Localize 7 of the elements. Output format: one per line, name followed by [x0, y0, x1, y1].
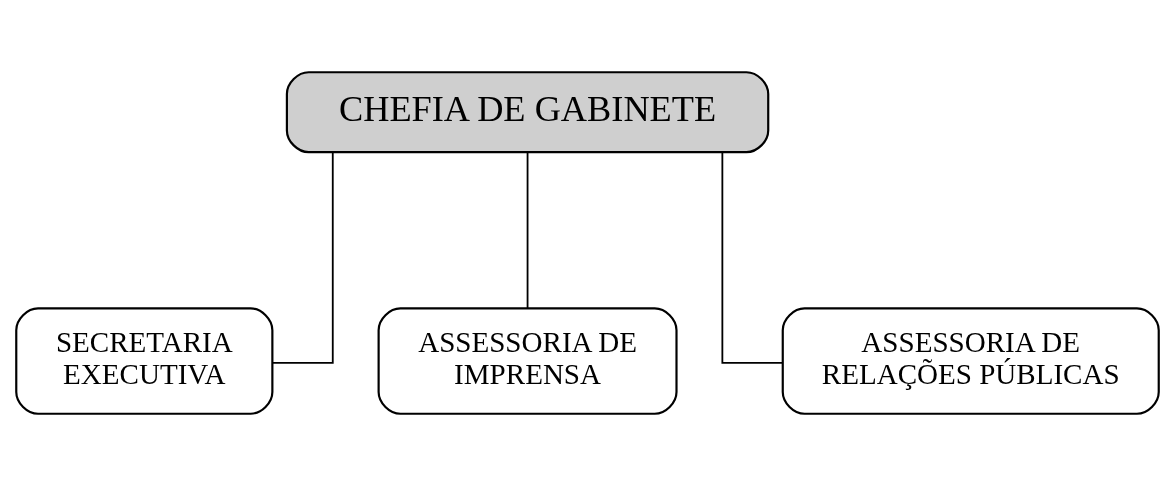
node-box: CHEFIA DE GABINETE — [285, 71, 770, 154]
connector — [526, 151, 529, 310]
node-box: SECRETARIA EXECUTIVA — [15, 307, 274, 415]
connector — [721, 151, 784, 364]
connector — [271, 151, 334, 364]
node-box: ASSESSORIA DE IMPRENSA — [377, 307, 678, 415]
node-box: ASSESSORIA DE RELAÇÕES PÚBLICAS — [781, 307, 1160, 415]
